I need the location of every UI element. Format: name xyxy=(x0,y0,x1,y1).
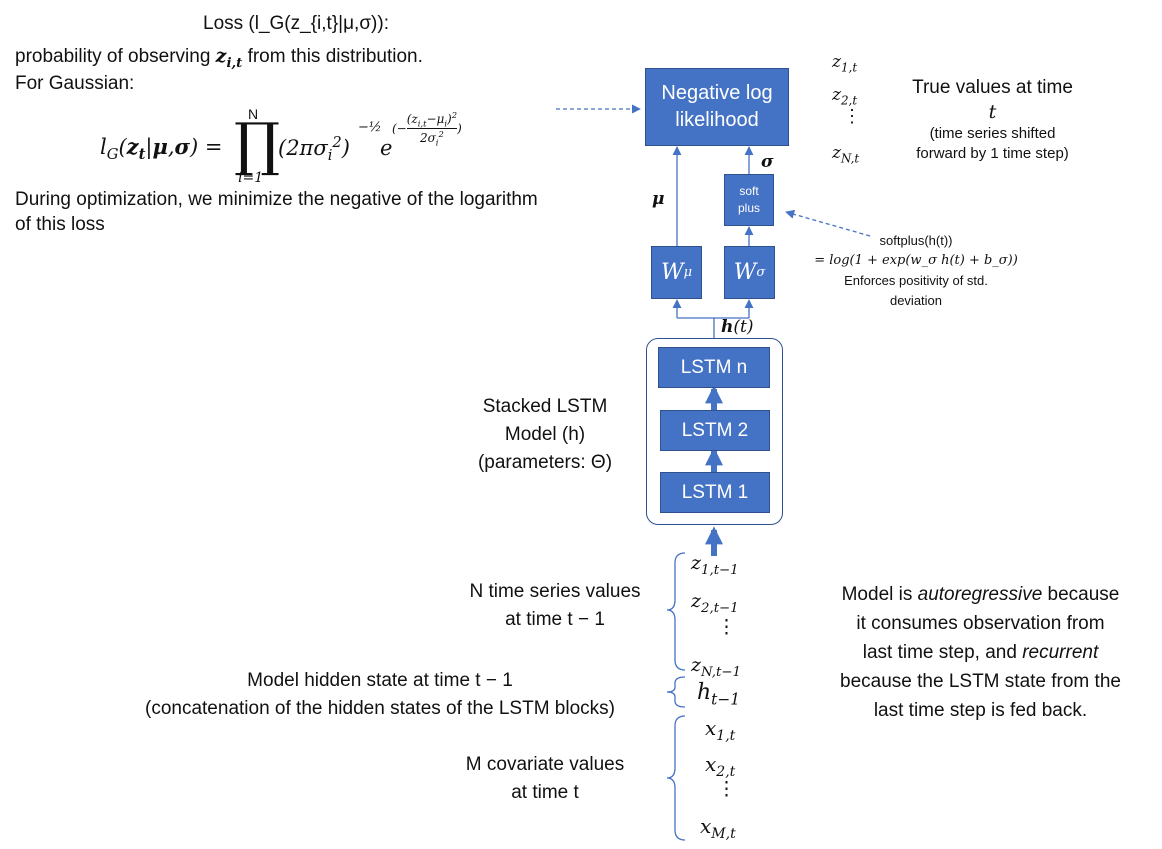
softplus-line-2: plus xyxy=(737,201,760,215)
product-symbol: ∏ xyxy=(234,110,281,178)
softplus-note-line-1: softplus(h(t)) xyxy=(879,233,953,248)
input-z-vdots: ⋮ xyxy=(717,617,736,638)
input-xM: xM,t xyxy=(700,814,736,842)
true-z1: z1,t xyxy=(832,52,858,75)
input-x-vdots: ⋮ xyxy=(717,779,736,800)
x-label-line-2: at time t xyxy=(511,782,579,803)
loss-line-1: probability of observing zi,t from this … xyxy=(15,44,423,76)
softplus-note-line-3: Enforces positivity of std. xyxy=(844,273,988,288)
ar-line-1-em: autoregressive xyxy=(917,584,1043,605)
x-label-line-1: M covariate values xyxy=(465,754,625,775)
x-inputs-label: M covariate values at time t xyxy=(440,753,650,805)
negative-log-likelihood-box: Negative log likelihood xyxy=(645,68,789,146)
true-zN: zN,t xyxy=(832,143,860,166)
z-label-line-2: at time t − 1 xyxy=(505,609,605,630)
z-it-symbol: zi,t xyxy=(215,45,243,71)
ar-line-4: because the LSTM state from the xyxy=(840,671,1121,692)
optimization-line-1: During optimization, we minimize the neg… xyxy=(15,189,538,210)
softplus-note-arrow xyxy=(785,209,871,237)
ar-line-1-post: because xyxy=(1042,584,1120,605)
ar-line-1: Model is autoregressive because xyxy=(808,580,1153,609)
true-values-line-1: True values at time xyxy=(912,77,1073,98)
input-x1: x1,t xyxy=(705,716,736,744)
h-input-label: Model hidden state at time t − 1 (concat… xyxy=(100,669,660,721)
z-label-line-1: N time series values xyxy=(469,581,641,602)
input-zN: zN,t−1 xyxy=(691,654,741,680)
ar-line-3: last time step, and recurrent xyxy=(808,638,1153,667)
true-z2: z2,t xyxy=(832,85,858,108)
formula-base: (2πσi2) xyxy=(278,134,350,165)
loss-heading: Loss (l_G(z_{i,t}|μ,σ)): xyxy=(203,12,389,36)
formula-e: e xyxy=(380,136,393,160)
z-inputs-label: N time series values at time t − 1 xyxy=(440,580,670,632)
input-x2: x2,t xyxy=(705,752,736,780)
stacked-lstm-container xyxy=(646,338,783,525)
softplus-box: soft plus xyxy=(724,174,774,226)
input-z2: z2,t−1 xyxy=(691,590,739,616)
stacked-label-line-3: (parameters: Θ) xyxy=(477,452,613,473)
lstm-2-box: LSTM 2 xyxy=(660,410,770,451)
input-z1: z1,t−1 xyxy=(691,552,739,578)
softplus-line-1: soft xyxy=(739,184,759,198)
true-vdots: ⋮ xyxy=(843,106,861,126)
lstm-n-box: LSTM n xyxy=(658,347,770,388)
loss-line-1-post: from this distribution. xyxy=(242,46,423,67)
optimization-line-2: of this loss xyxy=(15,214,105,235)
product-upper: N xyxy=(248,106,259,122)
formula-lhs: lG(zt|μ,σ) = xyxy=(100,134,223,164)
true-values-line-4: forward by 1 time step) xyxy=(916,145,1069,162)
sigma-label: σ xyxy=(761,152,774,172)
ar-line-3-em: recurrent xyxy=(1022,642,1099,663)
softplus-note-line-2: = log(1 + exp(w_σ h(t) + b_σ)) xyxy=(814,253,1018,268)
softplus-note-line-4: deviation xyxy=(889,293,943,308)
h-brace xyxy=(666,676,686,708)
x-brace xyxy=(666,715,686,841)
ar-line-3-pre: last time step, and xyxy=(862,642,1023,663)
autoregressive-note: Model is autoregressive because it consu… xyxy=(808,580,1153,725)
loss-heading-text: Loss (l_G(z_{i,t}|μ,σ)): xyxy=(203,13,389,34)
true-values-line-3: (time series shifted xyxy=(929,125,1056,142)
true-values-label: True values at time t (time series shift… xyxy=(880,76,1105,164)
true-values-line-2: t xyxy=(988,101,997,123)
mu-label: μ xyxy=(652,189,665,209)
ar-line-5: last time step is fed back. xyxy=(873,700,1088,721)
stacked-label-line-2: Model (h) xyxy=(504,424,586,445)
ar-line-2: it consumes observation from xyxy=(856,613,1105,634)
lstm-1-box: LSTM 1 xyxy=(660,472,770,513)
loss-line-2: For Gaussian: xyxy=(15,73,135,94)
gaussian-formula: lG(zt|μ,σ) = N ∏ i=1 (2πσi2) −½ e (−(zi,… xyxy=(100,104,520,190)
z-brace xyxy=(666,552,686,671)
nll-line-2: likelihood xyxy=(675,109,759,131)
product-lower: i=1 xyxy=(238,170,264,186)
loss-line-1-pre: probability of observing xyxy=(15,46,216,67)
ar-line-1-pre: Model is xyxy=(841,584,918,605)
input-h: ht−1 xyxy=(697,680,741,709)
h-t-label: h(t) xyxy=(721,317,754,337)
formula-exp-half: −½ xyxy=(358,120,382,135)
h-label-line-1: Model hidden state at time t − 1 xyxy=(247,670,513,691)
stacked-label-line-1: Stacked LSTM xyxy=(482,396,608,417)
h-label-line-2: (concatenation of the hidden states of t… xyxy=(145,698,615,719)
nll-line-1: Negative log xyxy=(661,82,773,104)
stacked-lstm-label: Stacked LSTM Model (h) (parameters: Θ) xyxy=(455,395,635,475)
softplus-note: softplus(h(t)) = log(1 + exp(w_σ h(t) + … xyxy=(800,231,1032,311)
